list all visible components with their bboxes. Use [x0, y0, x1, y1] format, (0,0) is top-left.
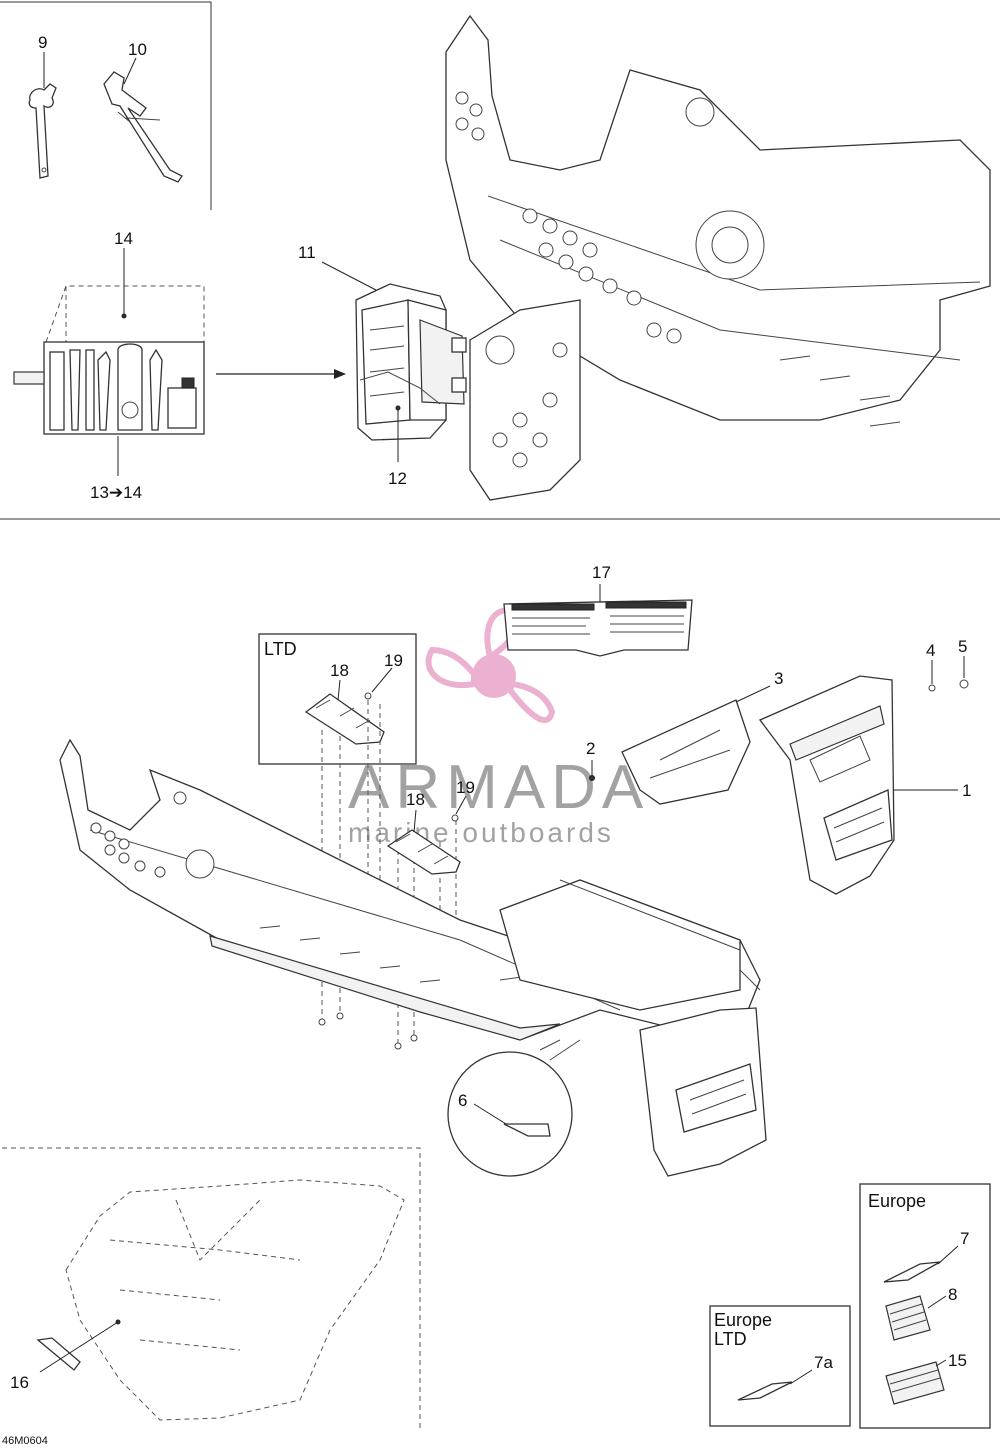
callout-12: 12 — [388, 469, 407, 488]
tools-inset-frame — [0, 1, 212, 210]
callout-13-14: 13➔14 — [90, 483, 142, 502]
part-6-label-plate — [503, 1123, 551, 1137]
callout-3: 3 — [774, 669, 783, 688]
image-reference: 46M0604 — [2, 1435, 48, 1447]
part-11-storage-box — [355, 283, 467, 441]
callout-17: 17 — [592, 563, 611, 582]
callout-2: 2 — [586, 739, 595, 758]
part-15-reflector — [885, 1361, 945, 1405]
part-4-washer — [928, 684, 936, 692]
europe-ltd-inset-frame — [709, 1305, 851, 1427]
leader-16 — [39, 1321, 119, 1373]
leader-19a — [371, 667, 393, 693]
part-7a-decal — [737, 1381, 793, 1401]
part-2-rivet — [589, 775, 595, 781]
callout-1: 1 — [962, 781, 971, 800]
frame-tunnel-assembly — [445, 14, 991, 501]
callout-11: 11 — [298, 243, 316, 262]
part-16-strip — [36, 1337, 81, 1371]
callout-15: 15 — [948, 1351, 967, 1370]
install-arrow — [216, 369, 346, 379]
part-8-reflector — [885, 1295, 931, 1341]
part-14-tool-kit — [13, 285, 205, 435]
europe-ltd-label-line2: LTD — [714, 1329, 747, 1349]
leader-7a — [789, 1369, 813, 1385]
propeller-logo-icon — [425, 607, 556, 724]
leader-10 — [123, 57, 137, 85]
part-10-tool — [103, 71, 183, 183]
europe-ltd-label-line1: Europe — [714, 1310, 772, 1330]
leader-19b — [455, 795, 467, 815]
callout-4: 4 — [926, 641, 935, 660]
leader-11 — [321, 261, 377, 291]
europe-label: Europe — [868, 1191, 926, 1211]
callout-10: 10 — [128, 40, 147, 59]
rear-snow-flap-installed — [639, 1007, 767, 1177]
callout-9: 9 — [38, 33, 47, 52]
part-3-panel — [621, 699, 751, 805]
hood-underside — [65, 1179, 405, 1421]
callout-7: 7 — [960, 1229, 969, 1248]
leader-7 — [937, 1245, 959, 1265]
leader-15 — [935, 1359, 947, 1367]
leader-8 — [927, 1295, 947, 1309]
callout-8: 8 — [948, 1285, 957, 1304]
callout-7a-number: 7a — [814, 1353, 833, 1372]
callout-19b: 19 — [456, 778, 475, 797]
callout-5: 5 — [958, 637, 967, 656]
part-5-nut — [959, 679, 969, 689]
ltd-label: LTD — [264, 639, 297, 659]
callout-18a: 18 — [330, 661, 349, 680]
callout-19a: 19 — [384, 651, 403, 670]
watermark-subtitle: marine outboards — [348, 817, 614, 848]
part-18-bracket — [386, 829, 461, 875]
detail-circle-6 — [447, 1051, 573, 1177]
callout-16: 16 — [10, 1373, 29, 1392]
leader-6 — [473, 1103, 507, 1125]
tunnel-assembly — [59, 738, 761, 1041]
leader-3 — [735, 685, 771, 703]
watermark: ARMADA marine outboards — [348, 607, 643, 848]
callout-18b: 18 — [406, 790, 425, 809]
hood-inset-frame — [2, 1147, 421, 1430]
leader-18a — [337, 679, 341, 701]
callout-14: 14 — [114, 229, 133, 248]
part-1-snow-flap — [758, 675, 895, 895]
part-17-decal — [503, 599, 693, 657]
detail-link — [539, 1039, 581, 1061]
leader-18b — [413, 809, 417, 833]
part-9-wrench — [28, 83, 57, 179]
callout-6: 6 — [458, 1091, 467, 1110]
